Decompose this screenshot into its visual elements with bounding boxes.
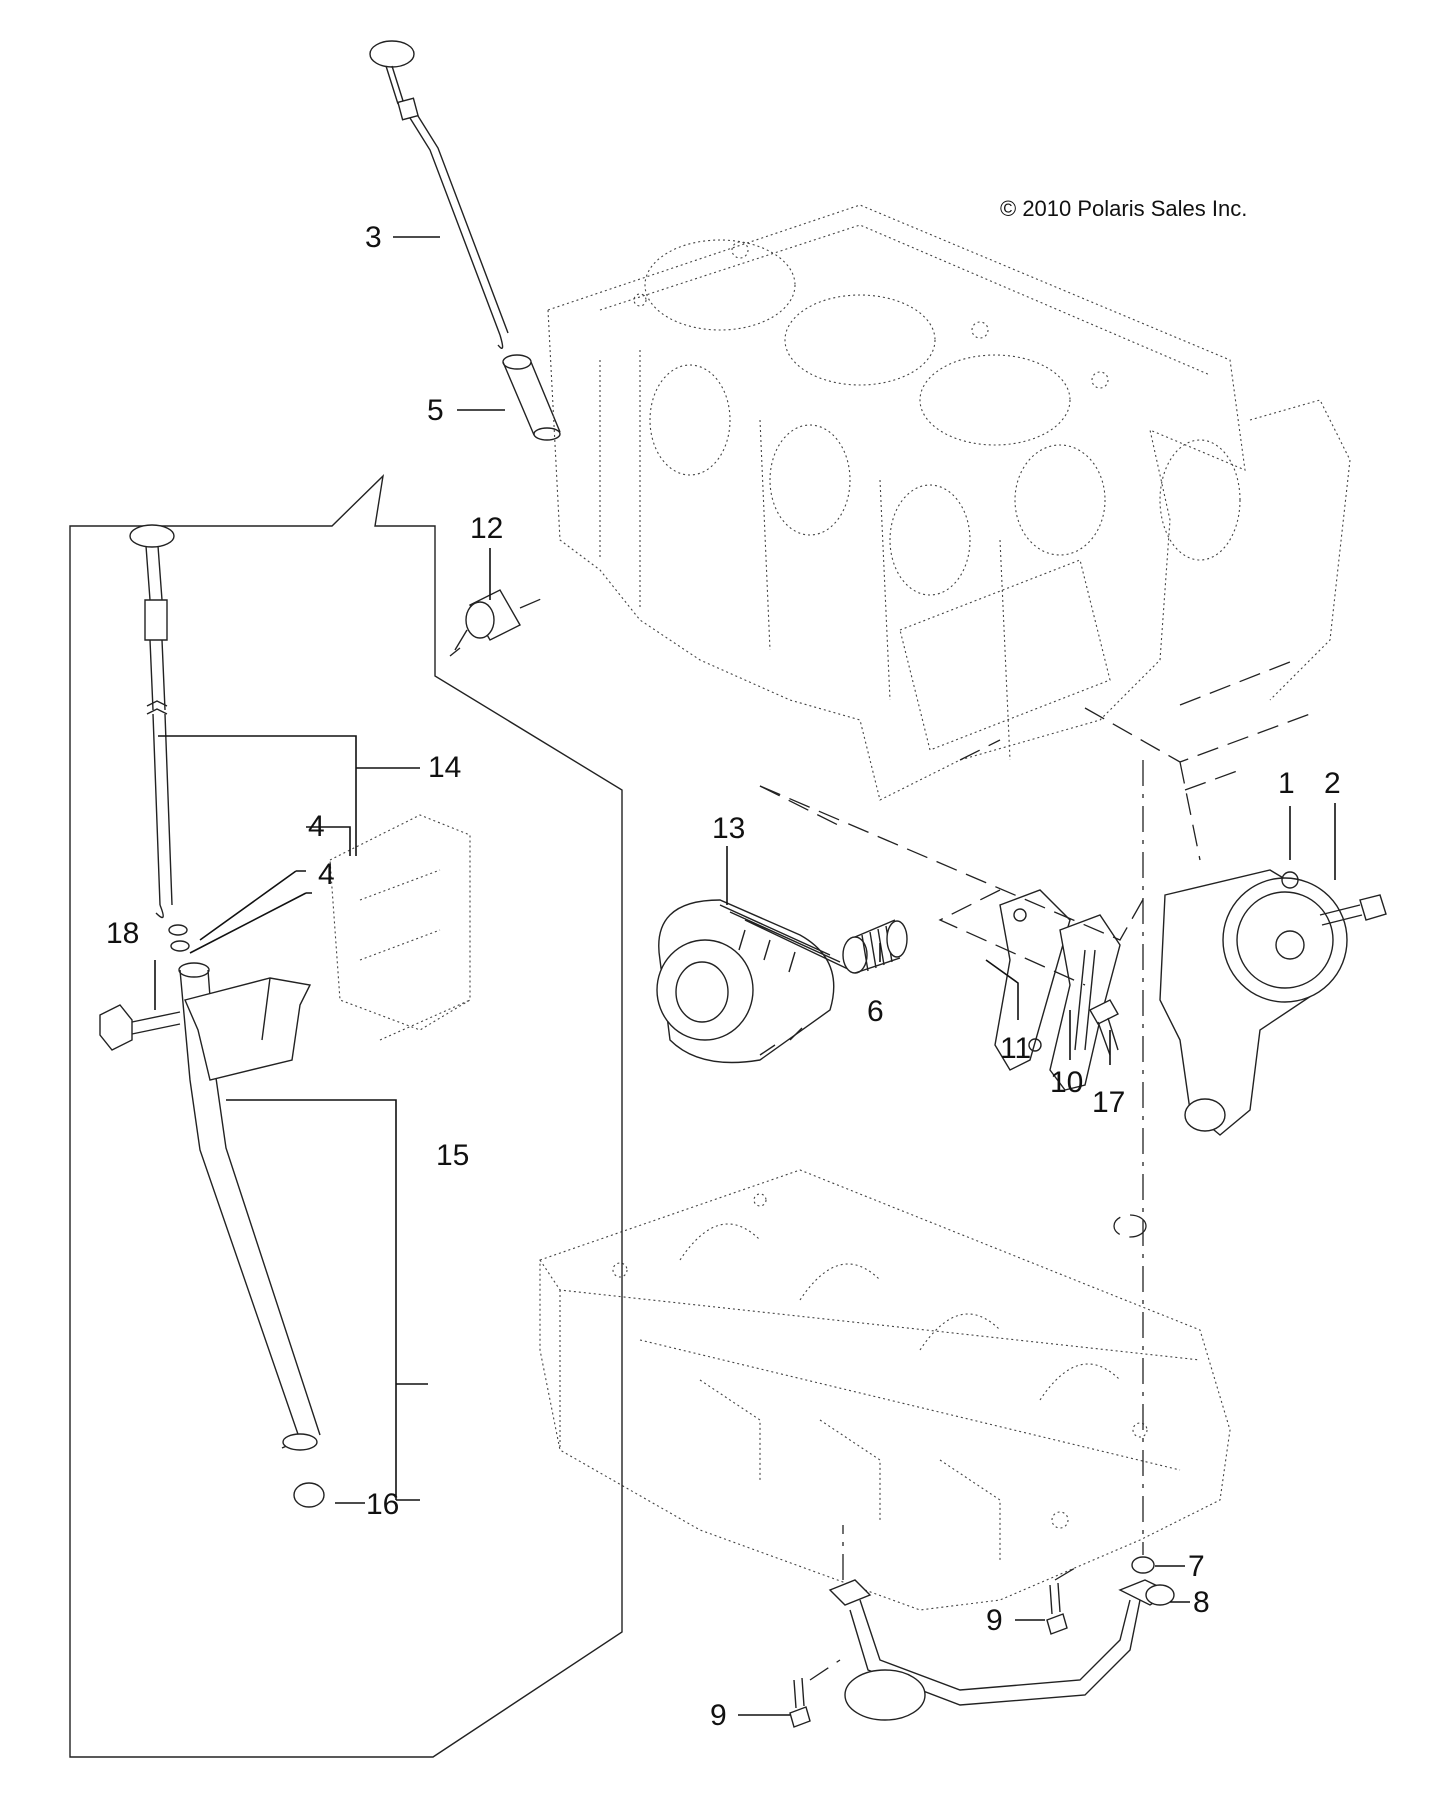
callout-9-right: 9 xyxy=(986,1604,1003,1637)
plate-part-10 xyxy=(1049,914,1121,1091)
callout-12: 12 xyxy=(470,512,503,545)
callout-17: 17 xyxy=(1092,1086,1125,1119)
oil-pressure-switch-part-12 xyxy=(449,589,549,657)
callout-14: 14 xyxy=(428,751,461,784)
callout-9-left: 9 xyxy=(710,1699,727,1732)
callout-7: 7 xyxy=(1188,1550,1205,1583)
oil-pump-part-1 xyxy=(1159,869,1348,1136)
callout-5: 5 xyxy=(427,394,444,427)
assembly-alignment-lines xyxy=(759,659,1311,1681)
o-ring-part-7 xyxy=(1131,1556,1155,1574)
callout-13: 13 xyxy=(712,812,745,845)
copyright-notice: © 2010 Polaris Sales Inc. xyxy=(1000,196,1247,221)
callout-6: 6 xyxy=(867,995,884,1028)
callout-16: 16 xyxy=(366,1488,399,1521)
dipstick-part-3 xyxy=(369,40,509,349)
callout-1: 1 xyxy=(1278,767,1295,800)
bolt-part-9-left xyxy=(789,1677,811,1728)
guide-tube-part-5 xyxy=(502,354,561,441)
callout-4-lower: 4 xyxy=(318,858,335,891)
callout-15: 15 xyxy=(436,1139,469,1172)
callout-leader-lines xyxy=(154,236,1336,1716)
inset-detail-box xyxy=(69,474,623,1758)
bolt-part-9-right xyxy=(1046,1582,1068,1635)
callout-18: 18 xyxy=(106,917,139,950)
bolt-part-2 xyxy=(1319,894,1387,926)
callout-4-upper: 4 xyxy=(308,810,325,843)
callout-10: 10 xyxy=(1050,1066,1083,1099)
oil-strainer-part-8 xyxy=(828,1579,1175,1721)
lower-crankcase xyxy=(539,1169,1231,1611)
callout-3: 3 xyxy=(365,221,382,254)
gasket-part-11 xyxy=(994,889,1071,1071)
callout-2: 2 xyxy=(1324,767,1341,800)
oil-filter-part-13 xyxy=(656,899,851,1064)
callout-11: 11 xyxy=(1000,1032,1031,1065)
bolt-part-17 xyxy=(1089,999,1119,1056)
cylinder-block xyxy=(547,204,1351,801)
callout-8: 8 xyxy=(1193,1586,1210,1619)
filter-fitting-part-6 xyxy=(842,919,908,974)
